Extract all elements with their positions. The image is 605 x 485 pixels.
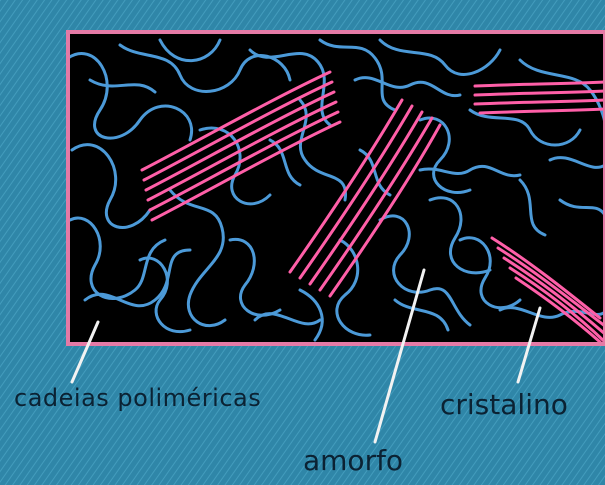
label-amorphous: amorfo (303, 444, 403, 477)
label-polymer-chains: cadeias poliméricas (14, 384, 261, 412)
label-crystalline: cristalino (440, 388, 568, 421)
